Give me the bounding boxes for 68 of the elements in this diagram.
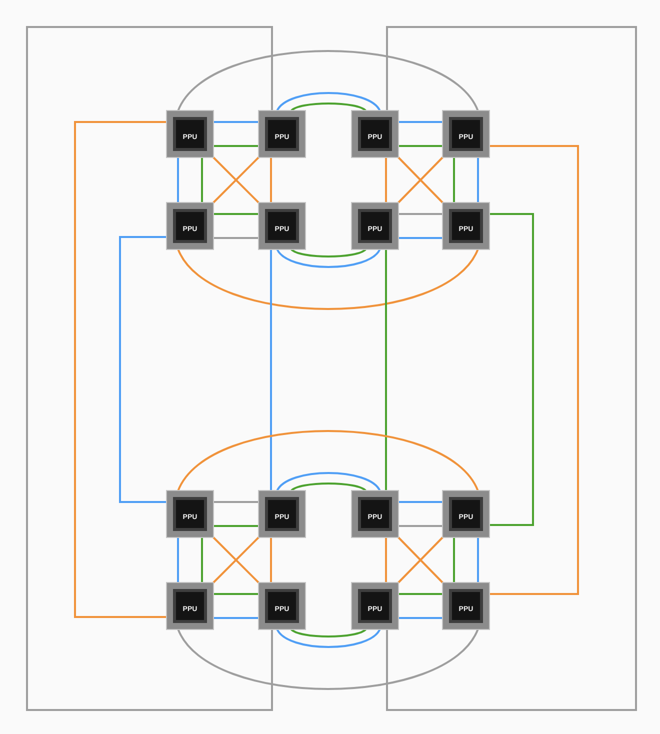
crossed-link-lines: [397, 156, 444, 204]
link-line: [270, 537, 272, 583]
link-line: [398, 145, 443, 147]
processor-chip: [443, 583, 489, 629]
link-line: [386, 26, 637, 711]
link-line: [26, 26, 273, 711]
link-line: [290, 248, 367, 258]
processor-chip: [259, 583, 305, 629]
link-line: [177, 628, 479, 690]
processor-chip: [259, 491, 305, 537]
link-line: [74, 121, 167, 618]
link-line: [453, 157, 455, 203]
link-line: [398, 525, 443, 527]
processor-chip: [259, 203, 305, 249]
processor-chip: [352, 203, 398, 249]
link-line: [398, 617, 443, 619]
link-line: [201, 537, 203, 583]
processor-chip: [443, 203, 489, 249]
processor-chip: [167, 491, 213, 537]
link-line: [398, 121, 443, 123]
link-line: [213, 525, 259, 527]
link-line: [477, 537, 479, 583]
link-line: [213, 593, 259, 595]
link-line: [290, 482, 367, 492]
processor-chip: [352, 491, 398, 537]
link-line: [290, 628, 367, 638]
link-line: [213, 213, 259, 215]
processor-chip: [167, 203, 213, 249]
processor-chip: [352, 111, 398, 157]
processor-chip: [352, 583, 398, 629]
link-line: [177, 157, 179, 203]
crossed-link-lines: [397, 536, 444, 584]
link-line: [398, 593, 443, 595]
link-line: [398, 501, 443, 503]
link-line: [385, 537, 387, 583]
link-line: [290, 102, 367, 112]
link-line: [213, 145, 259, 147]
link-line: [177, 430, 479, 492]
link-line: [385, 157, 387, 203]
link-line: [270, 157, 272, 203]
link-line: [213, 617, 259, 619]
link-line: [276, 92, 381, 112]
link-line: [177, 50, 479, 112]
link-line: [213, 237, 259, 239]
link-line: [177, 537, 179, 583]
processor-chip: [167, 583, 213, 629]
processor-chip: [167, 111, 213, 157]
link-line: [489, 145, 579, 595]
processor-chip: [443, 491, 489, 537]
link-line: [213, 501, 259, 503]
link-line: [489, 213, 534, 526]
link-line: [276, 472, 381, 492]
link-line: [213, 121, 259, 123]
crossed-link-lines: [212, 536, 260, 584]
link-line: [276, 248, 381, 268]
crossed-link-lines: [212, 156, 260, 204]
link-line: [453, 537, 455, 583]
link-line: [398, 237, 443, 239]
link-line: [177, 248, 479, 310]
processor-chip: [443, 111, 489, 157]
link-line: [398, 213, 443, 215]
link-line: [270, 249, 272, 491]
link-line: [201, 157, 203, 203]
processor-chip: [259, 111, 305, 157]
link-line: [385, 249, 387, 491]
link-line: [477, 157, 479, 203]
link-line: [276, 628, 381, 648]
link-line: [119, 236, 167, 503]
